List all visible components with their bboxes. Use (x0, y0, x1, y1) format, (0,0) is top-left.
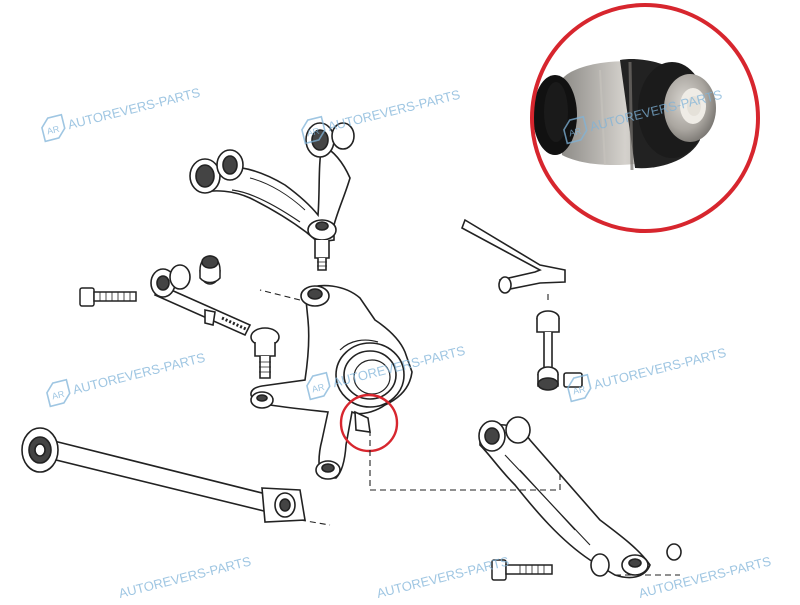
watermark-text: AUTOREVERS-PARTS (375, 553, 511, 600)
svg-text:AR: AR (46, 124, 61, 137)
svg-text:AR: AR (572, 384, 587, 397)
watermark-logo-icon: AR (41, 113, 66, 143)
lower-control-arm (478, 416, 682, 579)
bolt-bottom (491, 559, 553, 581)
lower-lateral-arm (21, 427, 306, 523)
rear-knuckle (250, 284, 413, 480)
watermark-logo-icon: AR (301, 115, 326, 145)
upper-control-arm (189, 122, 355, 271)
watermark-text: AUTOREVERS-PARTS (71, 350, 207, 397)
watermark-logo-icon: AR (306, 371, 331, 401)
highlight-circle (339, 393, 399, 453)
bolt-left (79, 287, 137, 307)
watermark-text: AUTOREVERS-PARTS (637, 553, 773, 600)
svg-text:AR: AR (51, 389, 66, 402)
assembly-lines (259, 289, 680, 576)
svg-text:AR: AR (311, 382, 326, 395)
bushing-inset (530, 3, 760, 233)
watermark-text: AUTOREVERS-PARTS (326, 87, 462, 134)
toe-link (150, 264, 280, 379)
watermark-logo-icon: AR (567, 373, 592, 403)
small-bushing (199, 255, 221, 285)
watermark-logo-icon: AR (46, 378, 71, 408)
watermark-text: AUTOREVERS-PARTS (66, 85, 202, 132)
svg-text:AR: AR (306, 126, 321, 139)
watermark-logo-icon: AR (563, 115, 588, 145)
stabilizer-bar (461, 218, 583, 391)
watermark-text: AUTOREVERS-PARTS (592, 345, 728, 392)
svg-text:AR: AR (568, 126, 583, 139)
watermark-text: AUTOREVERS-PARTS (117, 553, 253, 600)
